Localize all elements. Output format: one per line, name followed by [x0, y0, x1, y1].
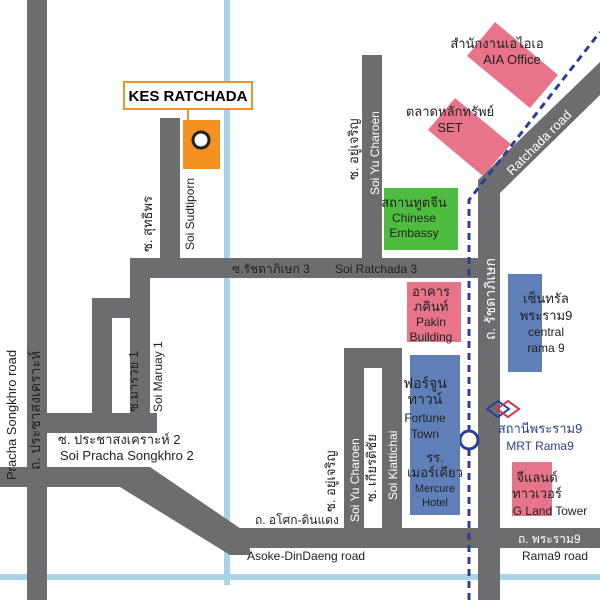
label-aia-en: AIA Office	[483, 52, 541, 67]
school-label-box	[123, 81, 253, 110]
road-soi-kiattichai	[382, 348, 402, 533]
mrt-dashed-line	[467, 31, 600, 600]
road-ratchada-diagonal	[478, 62, 600, 193]
label-pakin-en2: Building	[410, 330, 453, 344]
pakin-building-block	[407, 282, 461, 342]
label-chinese-en1: Chinese	[392, 211, 436, 225]
school-label: KES RATCHADA	[129, 88, 248, 105]
road-asoke-rama9	[235, 528, 600, 548]
label-soi-yucharoen-bottom-th: ซ. อยู่เจริญ	[323, 450, 339, 512]
mrt-line	[458, 31, 600, 600]
label-soi-yucharoen-top-en: Soi Yu Charoen	[368, 111, 382, 195]
label-pakin-th2: ภคินท์	[414, 299, 449, 314]
label-pakin-en1: Pakin	[416, 315, 446, 329]
label-chinese-en2: Embassy	[389, 226, 438, 240]
label-asoke-th: ถ. อโศก-ดินแดง	[255, 513, 339, 527]
mrt-station-marker	[458, 429, 480, 451]
mrt-logo-icon	[485, 399, 521, 419]
label-mrt-th: สถานีพระราม9	[498, 421, 583, 436]
label-soi-sudtiporn-th: ซ. สุทธิพร	[140, 196, 156, 252]
road-soi-ratchada-3	[130, 258, 500, 278]
set-block	[428, 98, 511, 176]
label-soi-pracha2-en: Soi Pracha Songkhro 2	[60, 448, 194, 463]
canal-vertical	[224, 0, 230, 585]
label-gland-th1: จีแลนด์	[516, 470, 558, 485]
label-set-th: ตลาดหลักทรัพย์	[406, 104, 494, 119]
label-asoke-en: Asoke-DinDaeng road	[247, 549, 365, 563]
label-aia-th: สำนักงานเอไอเอ	[450, 36, 543, 51]
label-central-th1: เซ็นทรัล	[523, 289, 569, 306]
label-soi-yucharoen-bottom-en: Soi Yu Charoen	[348, 438, 362, 522]
label-soi-ratchada3-en: Soi Ratchada 3	[335, 262, 417, 276]
label-ratchada-th: ถ. รัชดาภิเษก	[482, 258, 498, 340]
label-rama9-en: Rama9 road	[522, 549, 588, 563]
label-fortune-th1: ฟอร์จูน	[403, 375, 447, 392]
label-fortune-en2: Town	[411, 427, 439, 441]
label-soi-maruay-en: Soi Maruay 1	[151, 341, 165, 412]
label-gland-th2: ทาวเวอร์	[512, 486, 562, 501]
gland-tower-block	[512, 462, 552, 516]
label-fortune-th2: ทาวน์	[408, 391, 443, 407]
label-mercure-en1: Mercure	[415, 483, 455, 495]
label-pracha-songkhro-en: Pracha Songkhro road	[4, 350, 19, 480]
label-set-en: SET	[437, 120, 462, 135]
label-rama9-th: ถ. พระราม9	[518, 532, 581, 546]
road-maruay-right	[130, 258, 150, 433]
label-chinese-th: สถานทูตจีน	[381, 195, 447, 211]
label-soi-yucharoen-top-th: ซ. อยู่เจริญ	[346, 118, 362, 180]
label-mrt-en: MRT Rama9	[506, 439, 574, 453]
road-maruay-left	[92, 298, 112, 418]
road-soi-yucharoen-top	[362, 55, 382, 270]
central-rama9-block	[508, 274, 542, 372]
aia-office-block	[467, 22, 558, 108]
road-soi-yucharoen-bottom	[344, 348, 364, 533]
label-gland-en: G Land Tower	[513, 504, 588, 518]
road-bottom-left	[0, 467, 130, 487]
label-soi-ratchada3-th: ซ.รัชดาภิเษก 3	[232, 262, 310, 276]
road-ratchada-vertical	[478, 180, 500, 600]
label-pakin-th1: อาคาร	[412, 284, 450, 299]
label-mercure-en2: Hotel	[422, 497, 448, 509]
label-pracha-songkhro-th: ถ. ประชาสงเคราะห์	[27, 351, 43, 470]
school-marker: KES RATCHADA	[123, 81, 253, 169]
road-soi-pracha-2	[47, 413, 157, 433]
road-pracha-songkhro	[27, 0, 47, 600]
fortune-mercure-block	[410, 355, 460, 515]
label-fortune-en1: Fortune	[404, 411, 446, 425]
label-mercure-th2: เมอร์เคียว	[407, 465, 463, 480]
label-soi-kiattichai-th: ซ. เกียรติชัย	[364, 434, 379, 502]
label-central-en1: central	[528, 325, 564, 339]
school-location-icon	[191, 130, 211, 150]
label-central-en2: rama 9	[527, 341, 565, 355]
canals	[0, 0, 600, 585]
label-soi-pracha2-th: ซ. ประชาสงเคราะห์ 2	[58, 432, 180, 447]
label-mercure-th1: รร.	[426, 450, 444, 465]
landmark-labels: สำนักงานเอไอเอ AIA Office ตลาดหลักทรัพย์…	[381, 36, 587, 518]
canal-horizontal	[0, 574, 600, 580]
label-central-th2: พระราม9	[520, 308, 573, 323]
road-diagonal-bottom	[120, 467, 250, 555]
road-soi-sudtiporn	[160, 118, 180, 263]
landmark-blocks	[384, 22, 558, 516]
label-soi-kiattichai-en: Soi Kiattichai	[386, 431, 400, 500]
road-maruay-top	[92, 298, 142, 318]
chinese-embassy-block	[384, 188, 458, 250]
label-soi-sudtiporn-en: Soi Sudtiporn	[183, 178, 197, 250]
label-soi-maruay-th: ซ.มารวย 1	[126, 351, 141, 412]
